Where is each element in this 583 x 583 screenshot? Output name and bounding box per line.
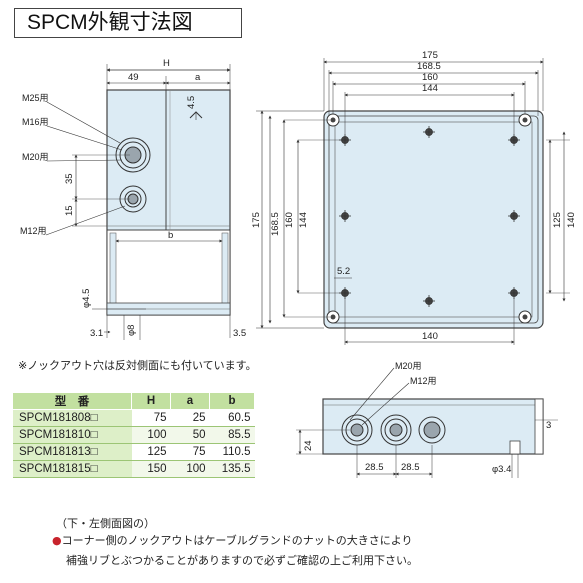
table-cell-a: 100: [170, 460, 210, 478]
label-m25: M25用: [22, 93, 49, 103]
corner-screw: [518, 113, 532, 127]
table-row: SPCM181810□ 100 50 85.5: [13, 426, 255, 444]
table-cell-h: 100: [131, 426, 171, 444]
dim-h144: 144: [298, 212, 309, 228]
bullet-icon: ●: [52, 534, 62, 547]
table-cell-h: 150: [131, 460, 171, 478]
dim-b: b: [168, 230, 173, 241]
mounting-hole: [339, 126, 520, 307]
table-cell-model: SPCM181813□: [13, 443, 132, 461]
table-cell-b: 60.5: [209, 409, 255, 427]
dim-49: 49: [128, 72, 139, 83]
table-row: SPCM181813□ 125 75 110.5: [13, 443, 255, 461]
dim-r140: 140: [566, 212, 577, 228]
side-view: H 49 a 4.5 M25用 M16用 M20用 M12用 35 15 b φ…: [20, 58, 246, 340]
dim-w175: 175: [422, 50, 438, 61]
table-row: SPCM181815□ 150 100 135.5: [13, 460, 255, 478]
page-title: SPCM外観寸法図: [14, 8, 242, 38]
knockout-bottom-3: [418, 416, 446, 444]
corner-screw: [518, 310, 532, 324]
front-view-body: [323, 110, 544, 329]
table-cell-h: 125: [131, 443, 171, 461]
table-cell-b: 110.5: [209, 443, 255, 461]
table-cell-a: 25: [170, 409, 210, 427]
corner-screw: [326, 310, 340, 324]
table-cell-h: 75: [131, 409, 171, 427]
dim-35: 35: [64, 173, 75, 184]
bottom-view: M20用 M12用 24 3 28.5 28.5 φ3.4: [296, 361, 558, 478]
dim-28-5-b: 28.5: [401, 462, 420, 473]
table-cell-a: 50: [170, 426, 210, 444]
dim-a: a: [195, 72, 201, 83]
dim-phi4-5: φ4.5: [81, 289, 92, 308]
footer-line-2-text: コーナー側のノックアウトはケーブルグランドのナットの大きさにより: [61, 534, 413, 547]
dim-4-5: 4.5: [186, 96, 197, 109]
label-m12: M12用: [20, 226, 47, 236]
dim-w160: 160: [422, 72, 438, 83]
table-cell-b: 85.5: [209, 426, 255, 444]
spec-table: 型 番 H a b SPCM181808□ 75 25 60.5 SPCM181…: [13, 393, 255, 478]
knockout-m12: [119, 185, 147, 213]
label-m20: M20用: [22, 152, 49, 162]
dim-5-2: 5.2: [337, 266, 350, 277]
dim-15: 15: [64, 205, 75, 216]
table-cell-model: SPCM181808□: [13, 409, 132, 427]
label-bottom-m20: M20用: [395, 361, 422, 371]
front-view: 175 168.5 160 144 175 168.5 160 144 125: [251, 50, 577, 345]
dim-b140: 140: [422, 331, 438, 342]
table-cell-model: SPCM181810□: [13, 426, 132, 444]
dim-24: 24: [303, 440, 314, 451]
footer-line-3: 補強リブとぶつかることがありますので必ずご確認の上ご利用下さい。: [66, 554, 418, 567]
label-bottom-m12: M12用: [410, 376, 437, 386]
table-header-h: H: [131, 393, 171, 410]
dim-h: H: [163, 58, 170, 69]
dim-3-1: 3.1: [90, 328, 103, 339]
dim-h168-5: 168.5: [270, 212, 281, 236]
table-cell-b: 135.5: [209, 460, 255, 478]
dim-w144: 144: [422, 83, 438, 94]
dim-r125: 125: [552, 212, 563, 228]
dim-phi3-4: φ3.4: [492, 464, 511, 475]
dim-3-5: 3.5: [233, 328, 246, 339]
table-cell-model: SPCM181815□: [13, 460, 132, 478]
table-header-a: a: [170, 393, 210, 410]
table-cell-a: 75: [170, 443, 210, 461]
knockout-note: ※ノックアウト穴は反対側面にも付いています。: [18, 359, 257, 372]
dim-28-5-a: 28.5: [365, 462, 384, 473]
dim-h160: 160: [284, 212, 295, 228]
dim-h175: 175: [251, 212, 262, 228]
knockout-bottom-2: [380, 414, 412, 446]
table-header-row: 型 番 H a b: [13, 393, 255, 410]
dim-w168-5: 168.5: [417, 61, 441, 72]
dim-phi8: φ8: [126, 325, 137, 336]
table-header-b: b: [209, 393, 255, 410]
footer-line-2: ●コーナー側のノックアウトはケーブルグランドのナットの大きさにより: [52, 532, 413, 548]
table-row: SPCM181808□ 75 25 60.5: [13, 409, 255, 427]
footer-line-1: （下・左側面図の）: [56, 517, 155, 530]
dim-3: 3: [546, 420, 551, 431]
table-header-model: 型 番: [13, 393, 132, 410]
label-m16: M16用: [22, 117, 49, 127]
